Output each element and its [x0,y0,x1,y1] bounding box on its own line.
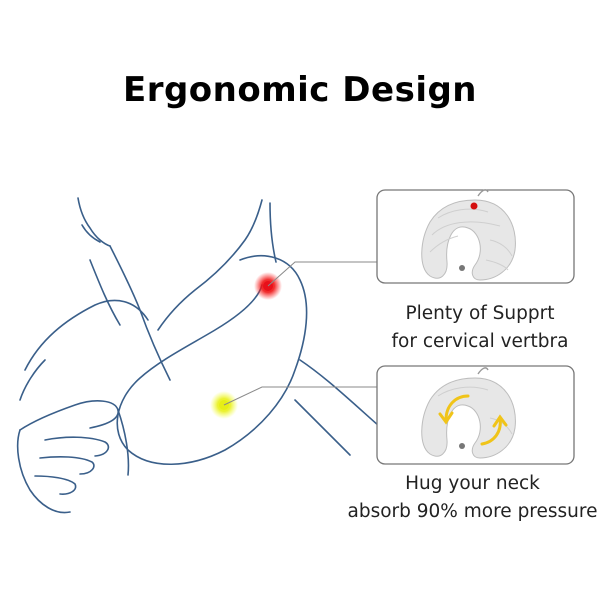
pillow-callout-box-2 [376,365,575,465]
leader-line-2 [223,386,377,406]
leader-line-1 [267,261,377,287]
body-outline [16,197,396,514]
support-caption-line-1: Plenty of Supprt [405,303,555,324]
pillow-image-1 [421,189,516,281]
pressure-caption-line-1: Hug your neck [405,473,540,494]
support-caption: Plenty of Supprt for cervical vertbra [380,300,580,356]
page-title: Ergonomic Design [122,70,478,110]
support-caption-line-2: for cervical vertbra [391,331,569,352]
pillow-image-2 [421,367,516,459]
curved-arrow-icon [438,394,508,446]
pressure-caption-line-2: absorb 90% more pressure [347,501,598,522]
pressure-caption: Hug your neck absorb 90% more pressure [345,470,600,526]
pillow-callout-box-1 [376,189,575,284]
